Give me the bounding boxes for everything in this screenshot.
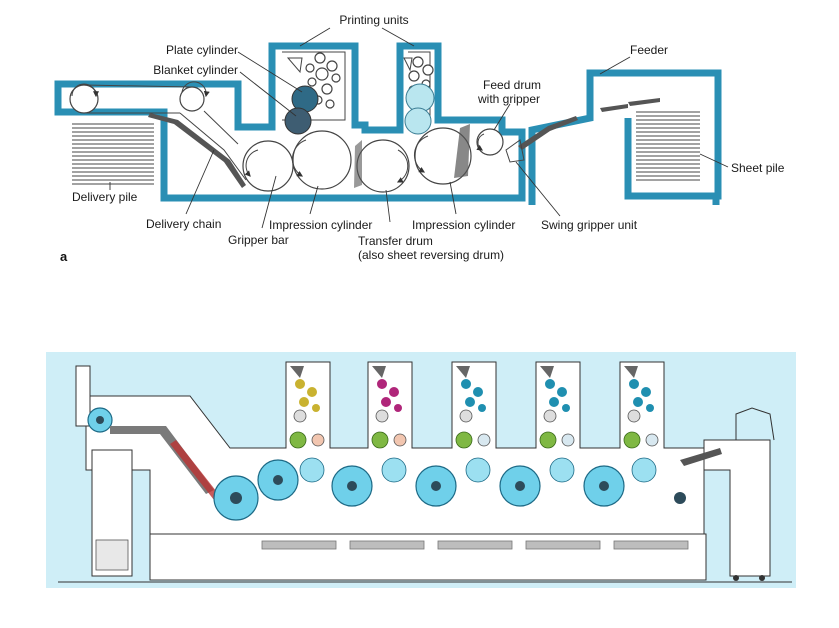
ink-fountain-2 [403,57,413,72]
delivery-chain-wheel [179,86,205,112]
machine-base [149,533,707,581]
figure-letter: a [60,249,68,264]
impression-cylinder-1 [292,130,352,190]
swing-gripper [505,139,525,163]
label-printing-units: Printing units [339,13,408,27]
feeder-head [735,407,775,441]
press-frame [54,42,526,202]
feeder-unit [703,439,771,577]
leader-lines [109,27,729,229]
transfer-drum [356,139,410,193]
blanket-cylinder-1 [284,107,312,135]
delivery-chain [83,84,247,181]
delivery-pile-stack [72,123,154,185]
label-sheet-pile: Sheet pile [731,161,785,175]
label-impression-cylinder-right: Impression cylinder [412,218,515,232]
label-impression-cylinder-left: Impression cylinder [269,218,372,232]
label-gripper-bar: Gripper bar [228,233,289,247]
label-transfer-drum-2: (also sheet reversing drum) [358,248,504,262]
label-delivery-pile: Delivery pile [72,190,138,204]
unit1-well [282,51,346,121]
feed-table-sheet [518,116,578,150]
delivery-chain-machine [110,426,214,494]
sheet-pile-stack [636,111,700,181]
label-plate-cylinder: Plate cylinder [166,43,238,57]
delivery-mast [75,365,91,427]
feed-drum [476,128,504,156]
label-blanket-cylinder: Blanket cylinder [153,63,238,77]
feeder-board [680,448,722,466]
label-swing-gripper-unit: Swing gripper unit [541,218,638,232]
schematic-a: Printing units Plate cylinder Blanket cy… [54,13,785,264]
impression-drums [213,457,657,521]
ink-fountain-1 [286,57,303,74]
machine-illustration [46,352,796,588]
feeder-frame [528,69,722,205]
tower-2 [371,366,407,449]
delivery-pile-machine [95,539,129,571]
ink-rollers-unit1 [286,52,341,109]
label-feed-drum-1: Feed drum [483,78,541,92]
tower-3 [455,366,491,449]
tower-5 [623,366,659,449]
delivery-drum [242,140,294,192]
label-delivery-chain: Delivery chain [146,217,221,231]
label-feeder: Feeder [630,43,668,57]
label-feed-drum-2: with gripper [477,92,540,106]
blanket-cylinder-2 [404,107,432,135]
label-transfer-drum-1: Transfer drum [358,234,433,248]
tower-4 [539,366,575,449]
rotation-arrows [71,81,485,183]
tower-1 [289,366,325,449]
